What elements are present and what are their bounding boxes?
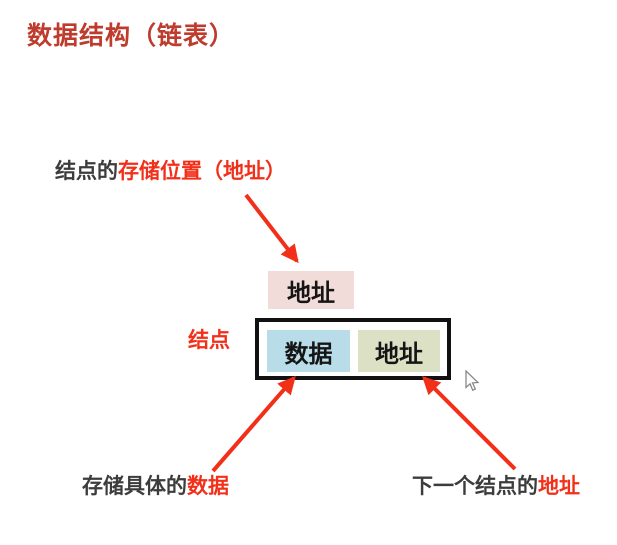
arrow-data-label-to-data-cell xyxy=(211,375,296,473)
page-title: 数据结构（链表） xyxy=(27,22,236,50)
annotation-next-address: 下一个结点的地址 xyxy=(412,475,580,498)
annotation-stores-data-highlight: 数据 xyxy=(187,475,229,498)
mouse-cursor-icon xyxy=(465,370,480,392)
annotation-stores-data-prefix: 存储具体的 xyxy=(82,475,187,498)
annotation-node-location: 结点的存储位置（地址） xyxy=(55,160,286,183)
node-address-cell: 地址 xyxy=(358,330,440,372)
arrow-address-label-to-address-cell xyxy=(422,376,517,471)
annotation-node-location-prefix: 结点的 xyxy=(55,160,118,183)
annotation-next-address-prefix: 下一个结点的 xyxy=(412,475,538,498)
annotation-next-address-highlight: 地址 xyxy=(538,475,580,498)
node-data-cell: 数据 xyxy=(267,330,350,372)
annotation-node-location-highlight: 存储位置（地址） xyxy=(118,160,286,183)
address-top-box: 地址 xyxy=(268,271,354,309)
annotation-stores-data: 存储具体的数据 xyxy=(82,475,229,498)
annotation-node-label: 结点 xyxy=(188,329,230,352)
arrow-location-to-address-box xyxy=(244,193,299,264)
